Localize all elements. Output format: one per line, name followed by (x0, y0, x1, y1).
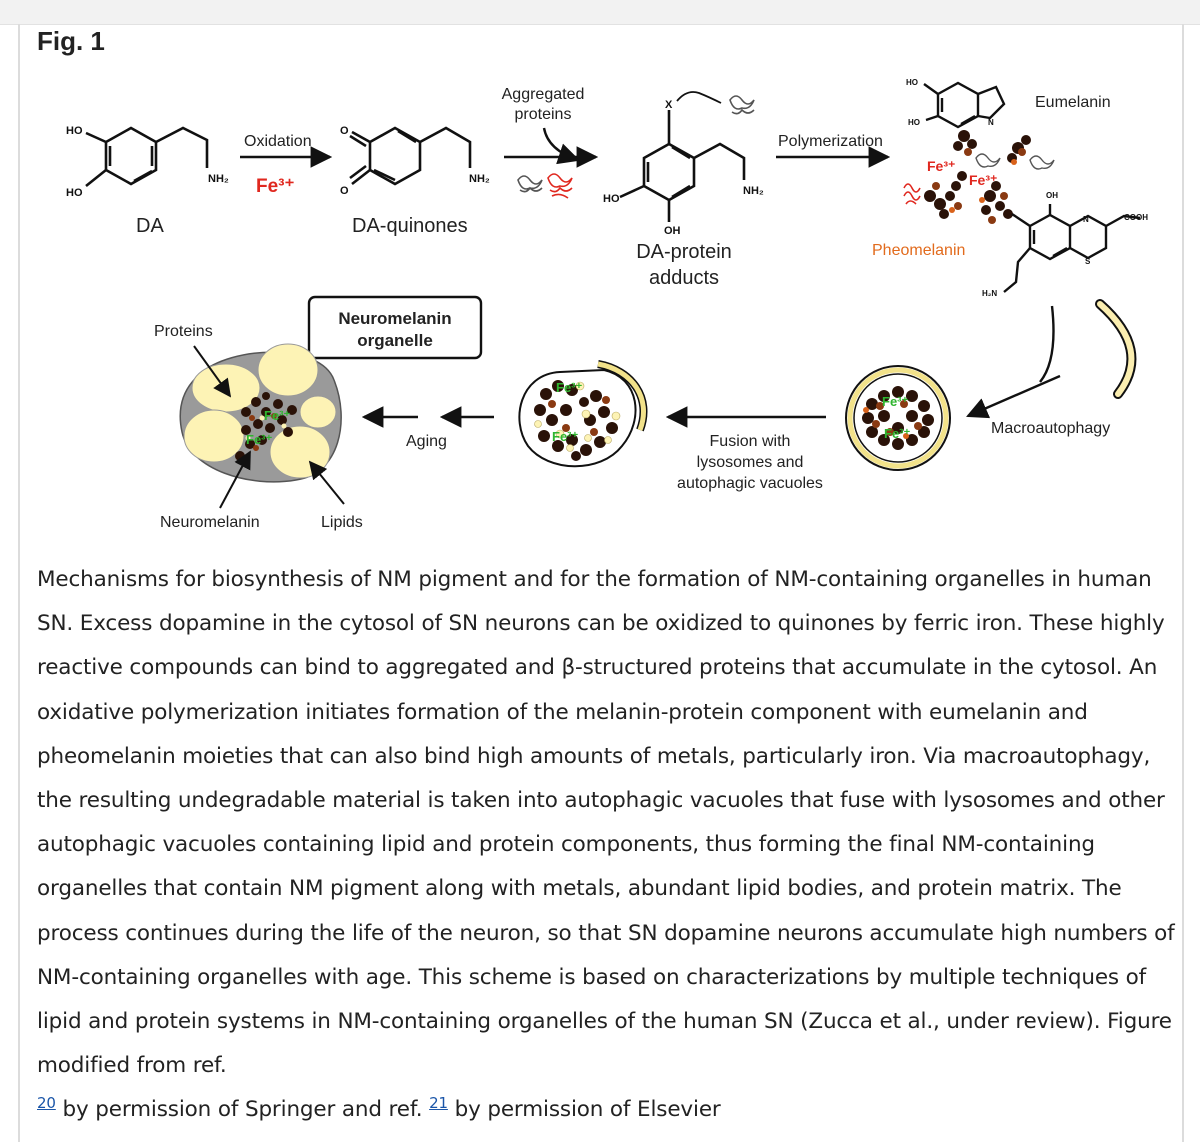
neuromelanin-label: Neuromelanin (160, 514, 260, 531)
neuromelanin-organelle (179, 343, 342, 483)
iron-label-oxidation: Fe³⁺ (256, 176, 295, 197)
protein-icon-adduct (729, 95, 755, 115)
hydroxyl-label-adduct-2: OH (664, 225, 681, 237)
organelle-title-box (307, 295, 483, 360)
da-protein-adducts-label: DA-protein (636, 241, 732, 263)
macroautophagy-arrow (966, 374, 1061, 419)
caption-permission-2: by permission of Elsevier (454, 1097, 721, 1123)
proteins-label: Proteins (154, 323, 213, 340)
proteins-pointer (193, 345, 232, 398)
figure-caption: Mechanisms for biosynthesis of NM pigmen… (37, 558, 1177, 1133)
hydroxyl-label-eu-2: HO (908, 118, 920, 127)
iron-label-polymer-2: Fe³⁺ (969, 172, 997, 188)
hydroxyl-label-2: HO (66, 187, 83, 199)
da-protein-adduct-structure (619, 91, 746, 222)
nitrogen-label-pheo: N (1083, 215, 1089, 224)
organelle-title: Neuromelanin (338, 309, 451, 328)
caption-permission-1: by permission of Springer and ref. (62, 1097, 423, 1123)
pheomelanin-label: Pheomelanin (872, 242, 965, 259)
oxygen-label-1: O (340, 125, 349, 137)
lipids-label: Lipids (321, 514, 363, 531)
fusion-label: Fusion with (710, 433, 791, 450)
organelle-title-2: organelle (357, 331, 433, 350)
aggregated-proteins-label-2: proteins (515, 106, 572, 123)
iron-label-fused-1: Fe³⁺ (556, 380, 583, 395)
iron-label-vacuole-2: Fe³⁺ (884, 426, 911, 441)
neuromelanin-pointer (219, 450, 251, 509)
right-border (1182, 24, 1184, 1142)
figure-label: Fig. 1 (37, 26, 105, 56)
reference-link-21[interactable]: 21 (429, 1094, 448, 1113)
aggregated-proteins-label: Aggregated (502, 86, 585, 103)
lipids-pointer (308, 460, 345, 505)
iron-label-organelle-1: Fe³⁺ (264, 408, 291, 423)
figure-diagram: HO HO NH₂ DA Oxidation Fe³⁺ O O NH₂ DA-q… (66, 78, 1148, 531)
hydroxyl-label-adduct-1: HO (603, 193, 620, 205)
oxygen-label-2: O (340, 185, 349, 197)
fused-vacuole (518, 360, 648, 468)
macroautophagy-label: Macroautophagy (991, 420, 1110, 437)
dopamine-quinone-structure (349, 126, 472, 186)
protein-binding-curved-arrow (542, 127, 581, 165)
phagophore-membrane-fill (1097, 301, 1135, 397)
carboxyl-label: COOH (1124, 213, 1148, 222)
oxidation-label: Oxidation (244, 133, 312, 150)
top-bar (0, 0, 1200, 25)
fusion-label-3: autophagic vacuoles (677, 475, 823, 492)
macroautophagy-curve (1039, 305, 1055, 383)
amine-label-adduct: NH₂ (743, 185, 764, 197)
da-label: DA (136, 215, 164, 237)
iron-label-polymer-1: Fe³⁺ (927, 158, 955, 174)
fusion-label-2: lysosomes and (697, 454, 804, 471)
da-quinones-label: DA-quinones (352, 215, 468, 237)
caption-text: Mechanisms for biosynthesis of NM pigmen… (37, 567, 1175, 1079)
eumelanin-label: Eumelanin (1035, 94, 1111, 111)
autophagic-vacuole (845, 365, 951, 471)
sulfur-label-pheo: S (1085, 257, 1091, 266)
hydroxyl-label-eu-1: HO (906, 78, 918, 87)
polymer-protein-cluster (903, 130, 1055, 224)
iron-label-organelle-2: Fe³⁺ (246, 432, 273, 447)
polymerization-label: Polymerization (778, 133, 883, 150)
hydroxyl-label-pheo: OH (1046, 191, 1058, 200)
x-label: X (665, 99, 673, 111)
dopamine-structure (85, 126, 209, 188)
amine-label-quinone: NH₂ (469, 173, 490, 185)
aggregated-protein-icons (517, 173, 573, 199)
amine-label-da: NH₂ (208, 173, 229, 185)
pheomelanin-structure (1003, 204, 1141, 293)
hydroxyl-label-1: HO (66, 125, 83, 137)
reference-link-20[interactable]: 20 (37, 1094, 56, 1113)
left-border (18, 24, 20, 1142)
iron-label-fused-2: Fe³⁺ (552, 429, 579, 444)
amine-label-pheo: H₂N (982, 289, 997, 298)
nitrogen-label-eu: N (988, 118, 994, 127)
aging-label: Aging (406, 433, 447, 450)
eumelanin-structure (923, 81, 1006, 129)
da-protein-adducts-label-2: adducts (649, 267, 719, 289)
iron-label-vacuole-1: Fe³⁺ (882, 394, 909, 409)
